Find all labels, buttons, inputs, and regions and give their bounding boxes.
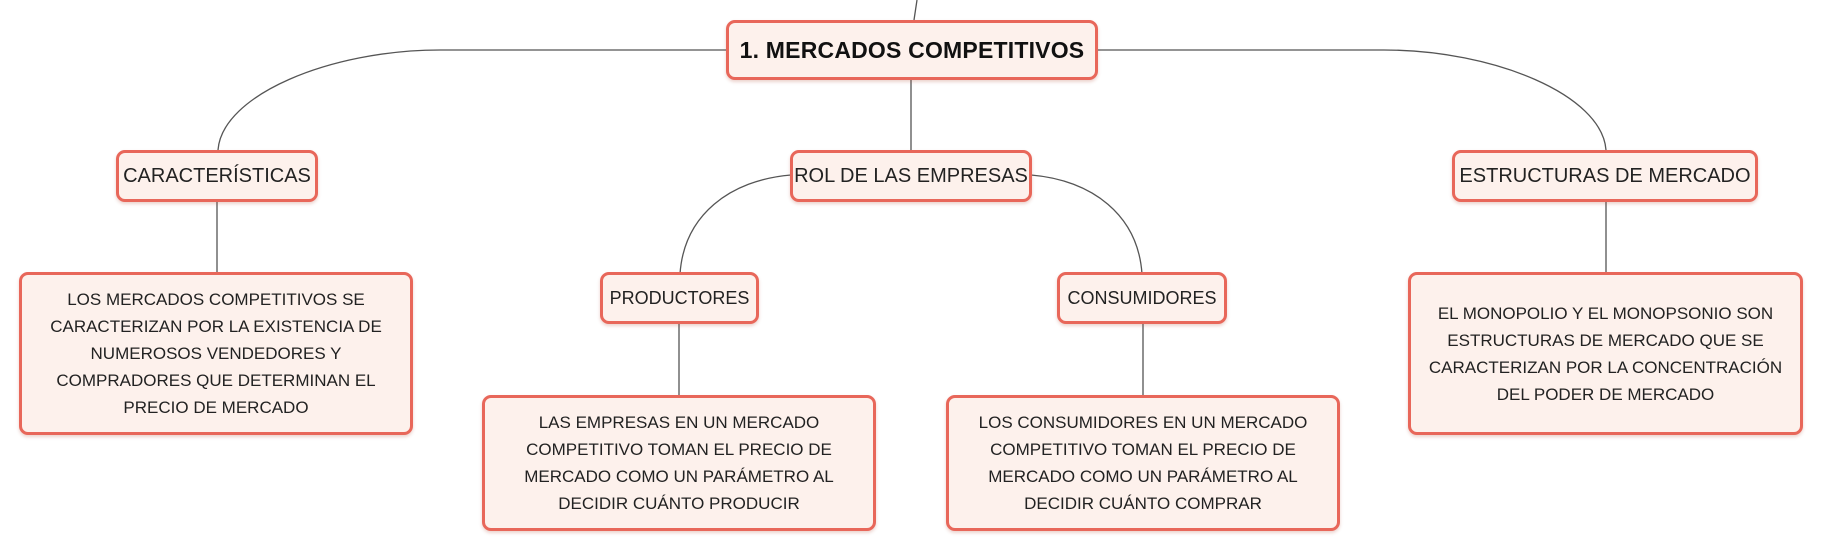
node-consumidores-desc[interactable]: LOS CONSUMIDORES EN UN MERCADO COMPETITI… <box>946 395 1340 531</box>
connector-root-caracteristicas <box>217 49 726 151</box>
node-estructuras-desc-text: EL MONOPOLIO Y EL MONOPSONIO SON ESTRUCT… <box>1428 303 1783 404</box>
connector-rol-consumidores <box>1030 174 1143 275</box>
node-rol-de-las-empresas[interactable]: ROL DE LAS EMPRESAS <box>790 150 1032 202</box>
node-caracteristicas-desc[interactable]: LOS MERCADOS COMPETITIVOS SE CARACTERIZA… <box>19 272 413 435</box>
node-caracteristicas[interactable]: CARACTERÍSTICAS <box>116 150 318 202</box>
node-estructuras-de-mercado[interactable]: ESTRUCTURAS DE MERCADO <box>1452 150 1758 202</box>
node-caracteristicas-desc-text: LOS MERCADOS COMPETITIVOS SE CARACTERIZA… <box>50 290 382 417</box>
node-productores-label: PRODUCTORES <box>609 287 750 308</box>
connector-rol-productores <box>679 174 792 275</box>
node-rol-label: ROL DE LAS EMPRESAS <box>794 164 1028 187</box>
connector-root-estructuras <box>1098 49 1607 151</box>
node-consumidores-label: CONSUMIDORES <box>1067 287 1217 308</box>
node-caracteristicas-label: CARACTERÍSTICAS <box>123 164 311 187</box>
node-productores-desc-text: LAS EMPRESAS EN UN MERCADO COMPETITIVO T… <box>524 413 834 513</box>
node-consumidores[interactable]: CONSUMIDORES <box>1057 272 1227 324</box>
connector-parent-root <box>913 0 918 21</box>
node-consumidores-desc-text: LOS CONSUMIDORES EN UN MERCADO COMPETITI… <box>978 413 1308 513</box>
node-productores[interactable]: PRODUCTORES <box>600 272 759 324</box>
node-productores-desc[interactable]: LAS EMPRESAS EN UN MERCADO COMPETITIVO T… <box>482 395 876 531</box>
node-estructuras-desc[interactable]: EL MONOPOLIO Y EL MONOPSONIO SON ESTRUCT… <box>1408 272 1803 435</box>
root-node[interactable]: 1. MERCADOS COMPETITIVOS <box>726 20 1098 80</box>
root-node-label: 1. MERCADOS COMPETITIVOS <box>739 36 1085 63</box>
node-estructuras-label: ESTRUCTURAS DE MERCADO <box>1459 164 1751 187</box>
